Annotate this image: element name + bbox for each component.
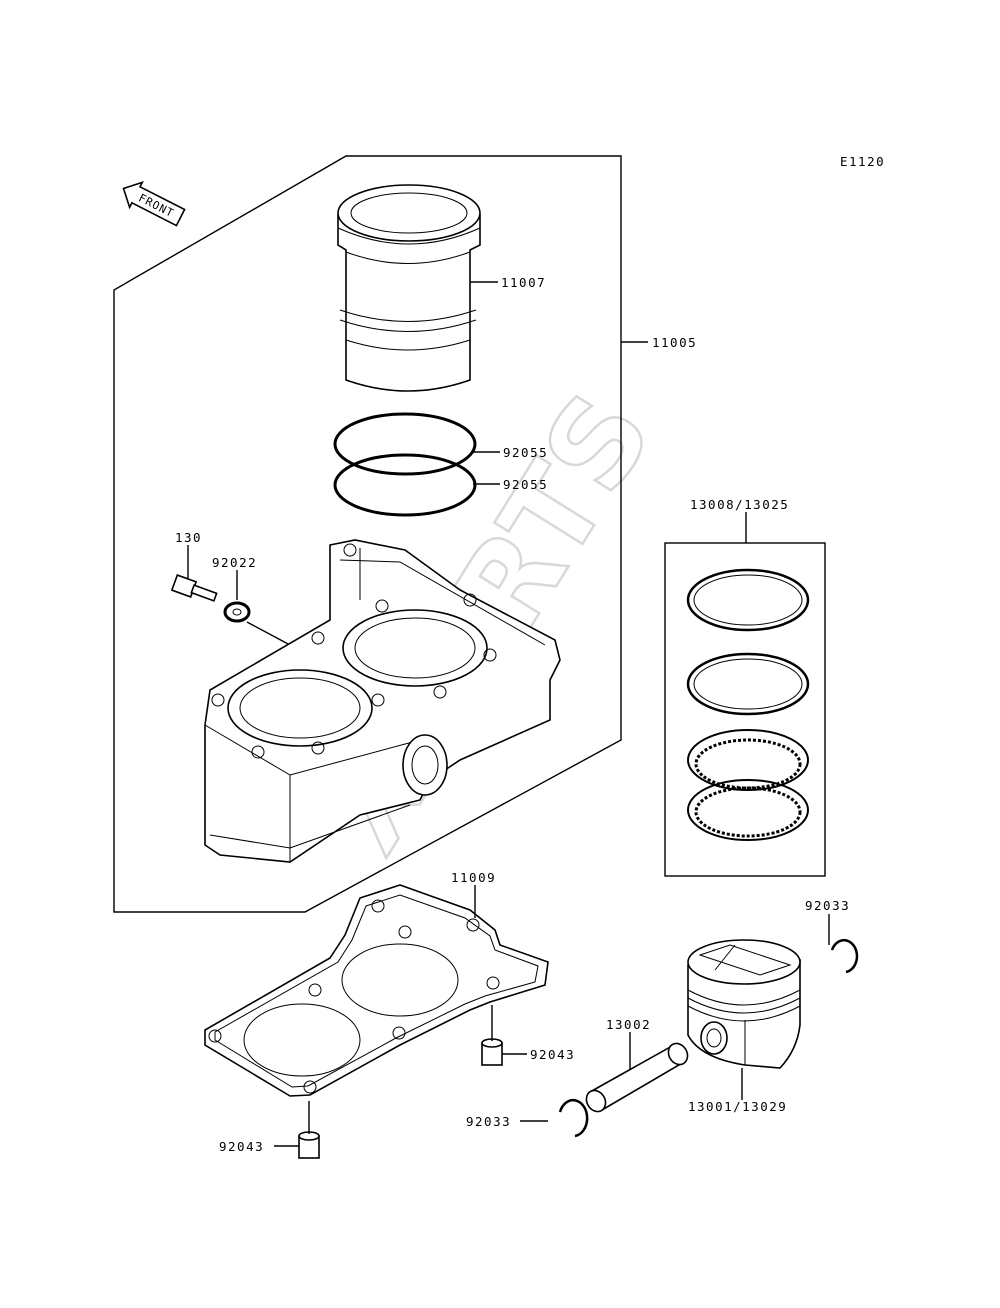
dowel-pin-right	[481, 1038, 503, 1066]
circlip-right	[830, 938, 859, 974]
label-11007: 11007	[501, 275, 546, 290]
label-92043-right: 92043	[530, 1047, 575, 1062]
diagram-code: E1120	[840, 154, 885, 169]
piston	[687, 939, 801, 1069]
piston-pin	[585, 1042, 689, 1113]
label-130: 130	[175, 530, 202, 545]
label-92055-upper: 92055	[503, 445, 548, 460]
dowel-pin-left	[298, 1131, 320, 1159]
label-13008-13025: 13008/13025	[690, 497, 789, 512]
label-92022: 92022	[212, 555, 257, 570]
label-13001-13029: 13001/13029	[688, 1099, 787, 1114]
piston-ring-second	[686, 652, 810, 716]
circlip-left	[558, 1098, 589, 1138]
piston-ring-top	[686, 568, 810, 632]
label-92043-left: 92043	[219, 1139, 264, 1154]
cylinder-block	[204, 539, 561, 863]
cylinder-liner	[337, 184, 481, 392]
label-92033-right: 92033	[805, 898, 850, 913]
label-11009: 11009	[451, 870, 496, 885]
front-arrow-icon: FRONT	[122, 180, 186, 227]
cylinder-assy-boundary	[113, 155, 622, 913]
label-92055-lower: 92055	[503, 477, 548, 492]
washer	[223, 601, 251, 623]
o-ring-lower	[333, 453, 477, 517]
head-gasket	[204, 884, 549, 1097]
o-ring-upper	[333, 412, 477, 476]
bolt	[170, 574, 218, 602]
label-11005: 11005	[652, 335, 697, 350]
oil-ring	[687, 729, 809, 841]
ring-set-box	[664, 542, 826, 877]
leader-washer-to-block	[246, 621, 291, 646]
label-92033-left: 92033	[466, 1114, 511, 1129]
label-13002: 13002	[606, 1017, 651, 1032]
